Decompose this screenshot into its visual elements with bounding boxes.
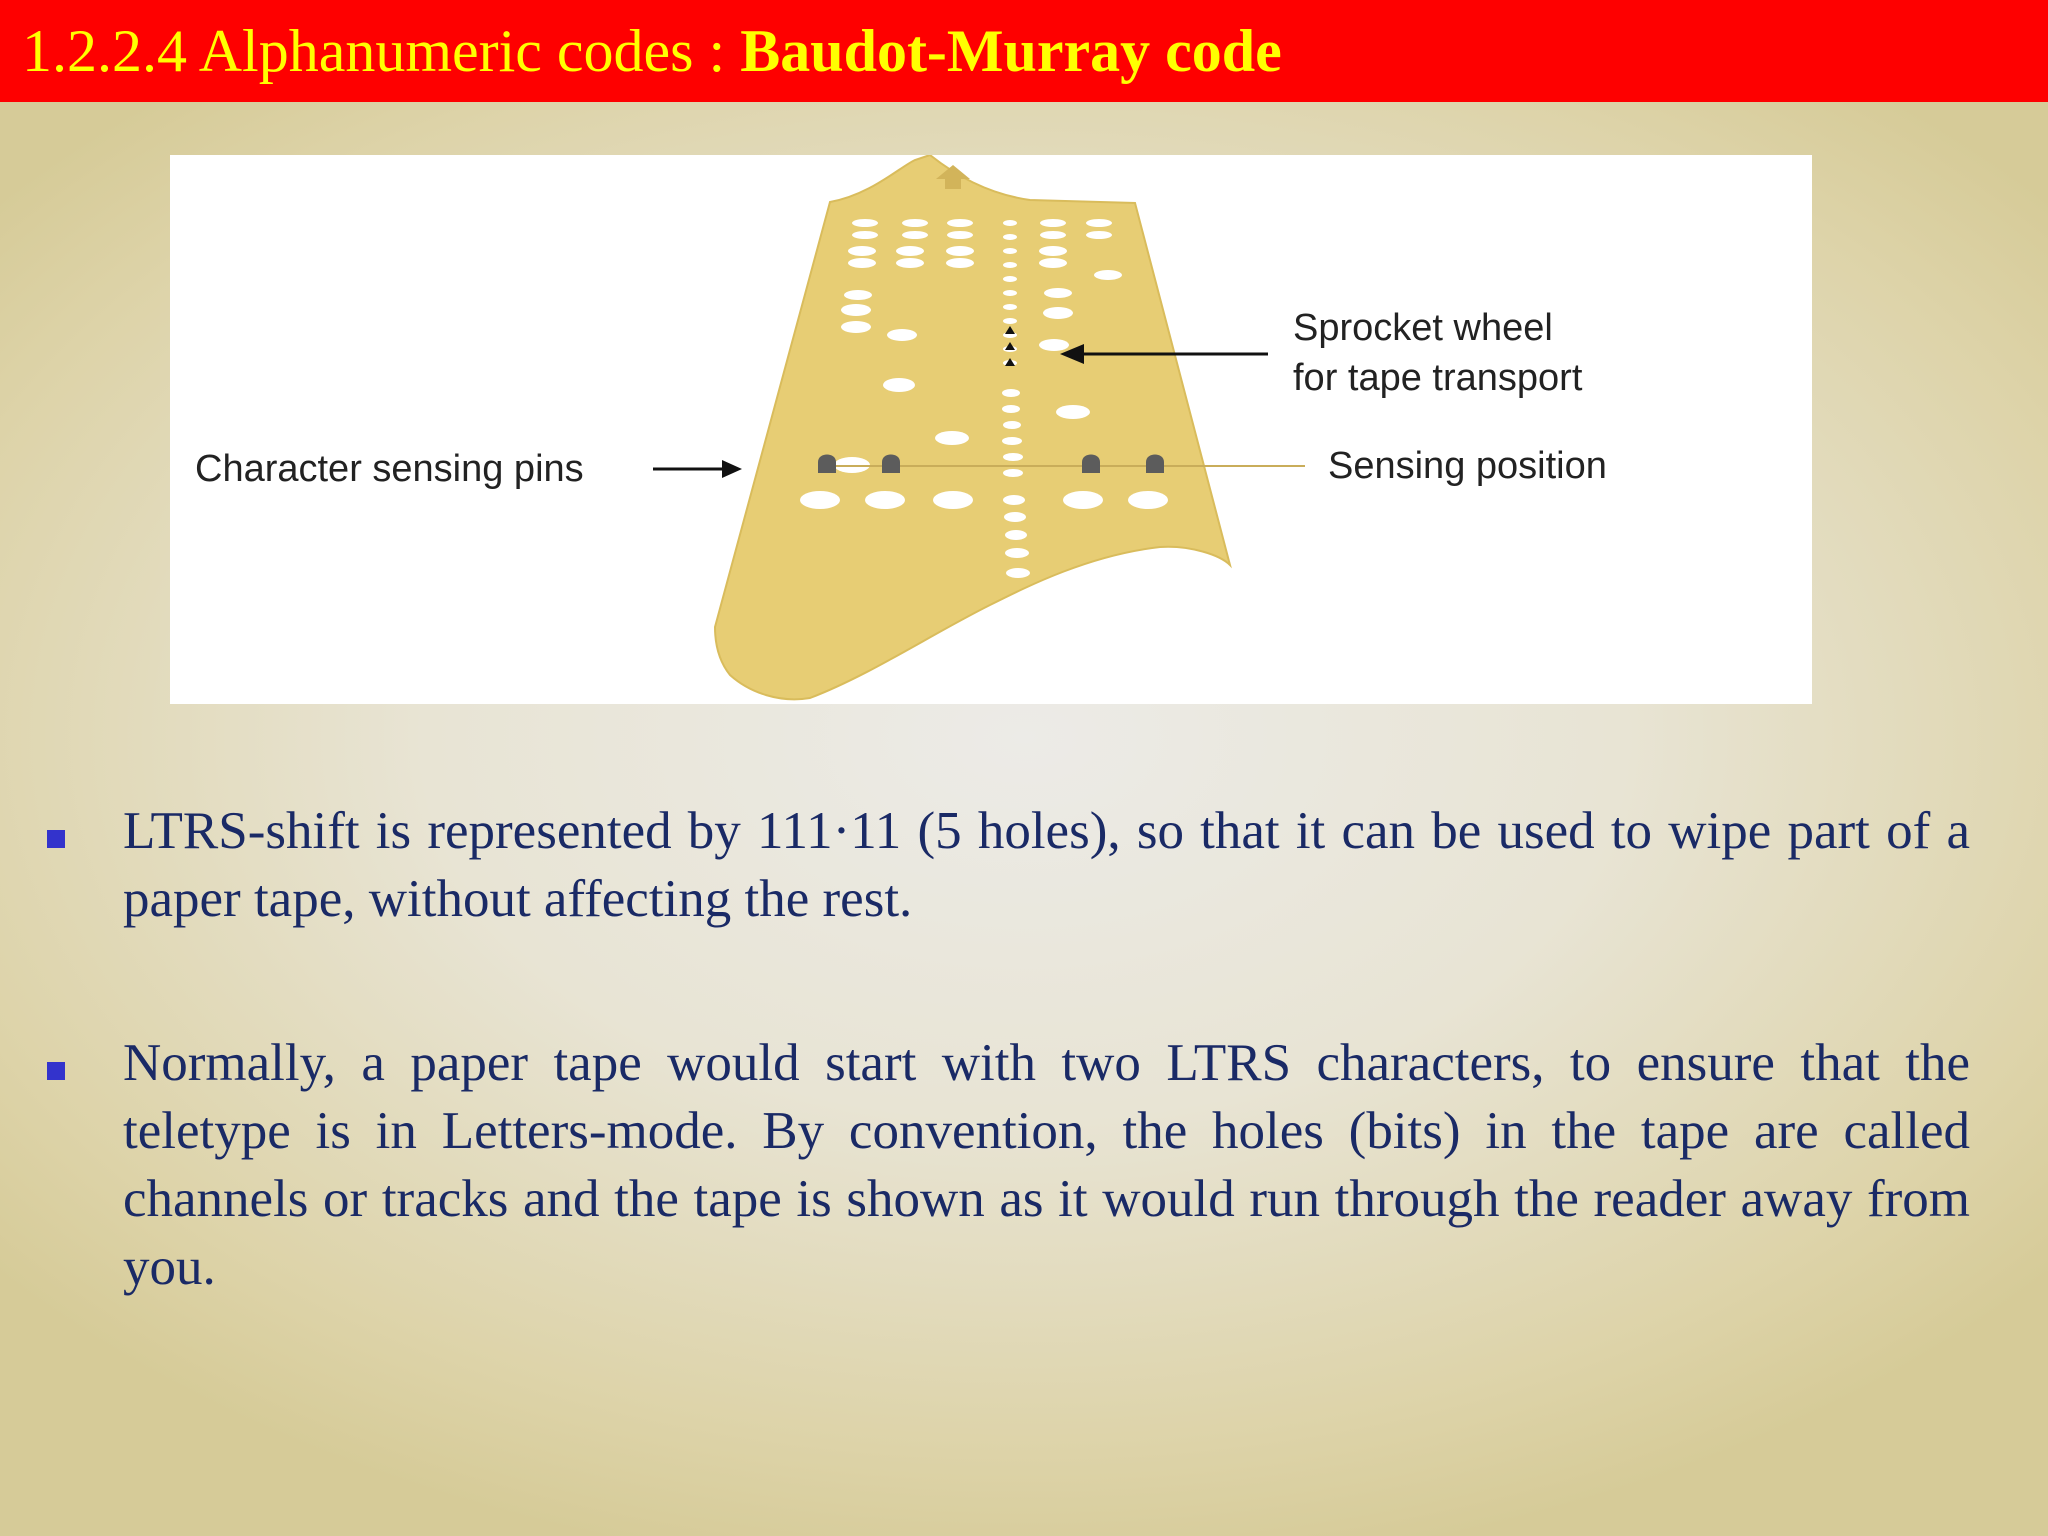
title-bar: 1.2.2.4 Alphanumeric codes : Baudot-Murr…	[0, 0, 2048, 102]
paper-tape	[713, 155, 1232, 701]
sensing-pins-label: Character sensing pins	[195, 448, 584, 490]
bullet-square-icon	[47, 830, 65, 848]
sprocket-wheel-label: Sprocket wheel	[1293, 307, 1553, 349]
tape-transport-label: for tape transport	[1293, 357, 1583, 399]
sensing-pins-arrow	[653, 460, 742, 478]
bullet-text: Normally, a paper tape would start with …	[123, 1034, 1970, 1296]
paper-tape-figure: Sprocket wheel for tape transport Charac…	[170, 155, 1812, 704]
bullet-square-icon	[47, 1062, 65, 1080]
sensing-pins	[818, 454, 1164, 473]
paper-tape-illustration	[653, 155, 1305, 701]
sprocket-arrow	[1060, 344, 1268, 364]
sensing-position-label: Sensing position	[1328, 445, 1607, 487]
slide-title-highlight: Baudot-Murray code	[740, 17, 1282, 84]
title-separator: :	[693, 17, 741, 84]
bullet-text: LTRS-shift is represented by 111·11 (5 h…	[123, 802, 1970, 928]
slide-title: 1.2.2.4 Alphanumeric codes	[22, 17, 694, 84]
